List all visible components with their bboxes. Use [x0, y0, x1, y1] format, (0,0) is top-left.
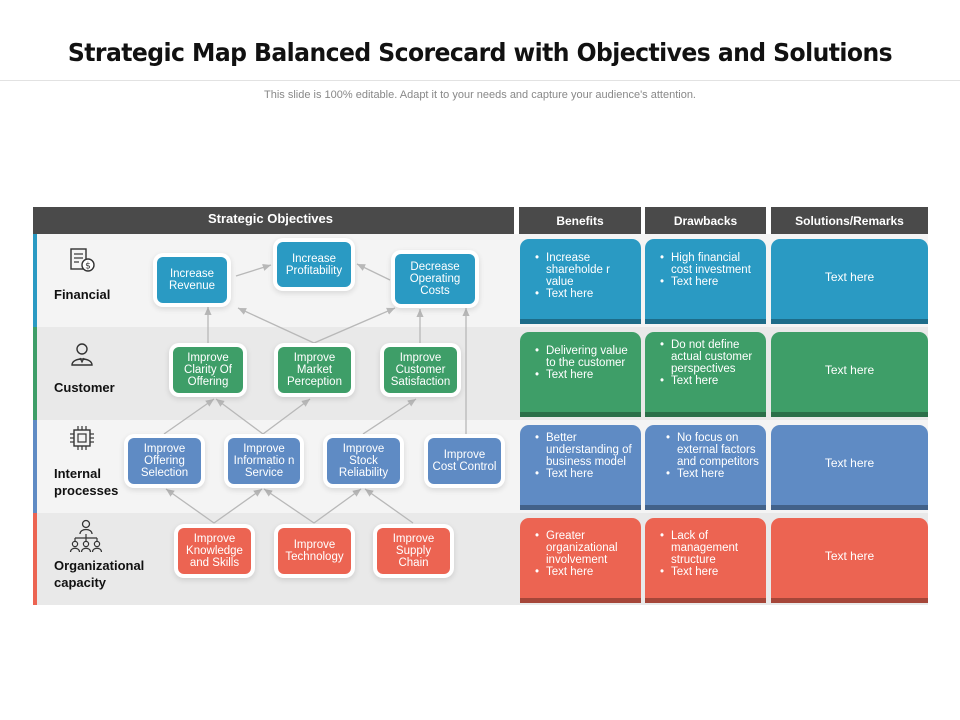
solution-text: Text here	[824, 456, 875, 470]
row-label-financial: Financial	[54, 287, 111, 302]
drawback-item: Lack of management structure	[660, 530, 760, 566]
header-drawbacks: Drawbacks	[645, 207, 766, 234]
benefit-item: Text here	[535, 468, 635, 480]
benefit-item: Increase shareholde r value	[535, 252, 635, 288]
drawback-item: No focus on external factors and competi…	[666, 432, 760, 468]
benefits-card-customer: Delivering value to the customer Text he…	[520, 332, 641, 412]
objective-improve-clarity-of-offering[interactable]: Improve Clarity Of Offering	[173, 347, 243, 393]
row-label-internal: Internal processes	[54, 466, 119, 498]
row-label-customer: Customer	[54, 380, 115, 395]
page-subtitle: This slide is 100% editable. Adapt it to…	[264, 89, 696, 101]
org-chart-icon	[69, 519, 103, 553]
page-title: Strategic Map Balanced Scorecard with Ob…	[67, 38, 893, 67]
header-benefits: Benefits	[519, 207, 641, 234]
objective-increase-revenue[interactable]: Increase Revenue	[157, 257, 227, 303]
svg-text:$: $	[85, 262, 91, 272]
header-strategic-objectives: Strategic Objectives	[33, 207, 514, 234]
solution-text: Text here	[824, 549, 875, 563]
drawback-item: High financial cost investment	[660, 252, 760, 276]
objective-improve-cost-control[interactable]: Improve Cost Control	[428, 438, 501, 484]
benefit-item: Text here	[535, 369, 635, 381]
objective-improve-information-service[interactable]: Improve Informatio n Service	[228, 438, 300, 484]
header-solutions: Solutions/Remarks	[771, 207, 928, 234]
solution-card-internal: Text here	[771, 425, 928, 505]
objective-increase-profitability[interactable]: Increase Profitability	[277, 242, 351, 287]
drawback-item: Text here	[660, 276, 760, 288]
title-divider	[0, 80, 960, 81]
benefits-card-internal: Better understanding of business model T…	[520, 425, 641, 505]
benefits-card-organizational: Greater organizational involvement Text …	[520, 518, 641, 598]
user-icon	[71, 343, 93, 366]
drawback-item: Text here	[660, 566, 760, 578]
benefit-item: Text here	[535, 566, 635, 578]
objective-improve-knowledge-and-skills[interactable]: Improve Knowledge and Skills	[178, 528, 251, 574]
benefit-item: Delivering value to the customer	[535, 345, 635, 369]
row-accent-financial	[33, 234, 37, 327]
solution-text: Text here	[824, 363, 875, 377]
objective-improve-customer-satisfaction[interactable]: Improve Customer Satisfaction	[384, 347, 457, 393]
benefit-item: Greater organizational involvement	[535, 530, 635, 566]
objective-improve-stock-reliability[interactable]: Improve Stock Reliability	[327, 438, 400, 484]
solution-text: Text here	[824, 270, 875, 284]
drawback-item: Text here	[666, 468, 760, 480]
row-accent-customer	[33, 327, 37, 420]
drawbacks-card-financial: High financial cost investment Text here	[645, 239, 766, 319]
row-label-organizational: Organizational capacity	[54, 558, 145, 590]
objective-improve-supply-chain[interactable]: Improve Supply Chain	[377, 528, 450, 574]
solution-card-customer: Text here	[771, 332, 928, 412]
benefits-card-financial: Increase shareholde r value Text here	[520, 239, 641, 319]
objective-improve-technology[interactable]: Improve Technology	[278, 528, 351, 574]
bill-dollar-icon: $	[70, 248, 95, 272]
row-accent-internal	[33, 420, 37, 513]
drawbacks-card-internal: No focus on external factors and competi…	[645, 425, 766, 505]
row-accent-organizational	[33, 513, 37, 605]
objective-improve-market-perception[interactable]: Improve Market Perception	[278, 347, 351, 393]
drawbacks-card-customer: Do not define actual customer perspectiv…	[645, 332, 766, 412]
objective-improve-offering-selection[interactable]: Improve Offering Selection	[128, 438, 201, 484]
benefit-item: Better understanding of business model	[535, 432, 635, 468]
solution-card-financial: Text here	[771, 239, 928, 319]
drawback-item: Do not define actual customer perspectiv…	[660, 339, 760, 375]
objective-decrease-operating-costs[interactable]: Decrease Operating Costs	[395, 254, 475, 304]
benefit-item: Text here	[535, 288, 635, 300]
drawbacks-card-organizational: Lack of management structure Text here	[645, 518, 766, 598]
solution-card-organizational: Text here	[771, 518, 928, 598]
cpu-chip-icon	[70, 426, 94, 450]
drawback-item: Text here	[660, 375, 760, 387]
